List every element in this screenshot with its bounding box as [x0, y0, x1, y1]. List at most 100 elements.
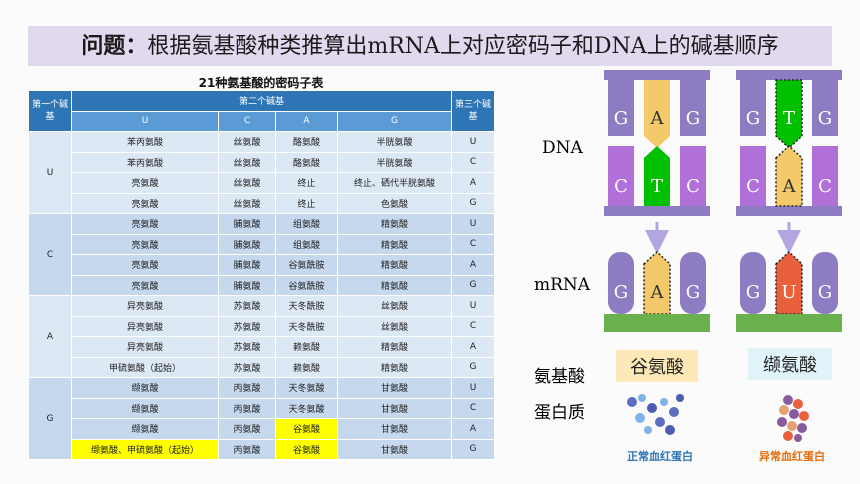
normal-dna: G A G C T C	[604, 70, 710, 216]
amino-acid-cell: 丝氨酸	[336, 315, 453, 337]
amino-acid-cell: 脯氨酸	[218, 233, 276, 255]
abnormal-mrna: G U G	[736, 250, 842, 332]
amino-acid-cell: 谷氨酰胺	[275, 274, 338, 296]
amino-acid-cell: 异亮氨酸	[71, 295, 219, 317]
normal-mrna-3: G	[686, 282, 700, 303]
third-base-cell: A	[451, 172, 496, 194]
abnormal-dna-bottom-1: C	[746, 176, 760, 197]
amino-acid-cell: 亮氨酸	[71, 274, 219, 296]
amino-acid-cell: 甘氨酸	[336, 438, 453, 460]
third-base-cell: G	[451, 438, 496, 460]
amino-acid-cell: 天冬氨酸	[275, 397, 338, 419]
question-label: 问题：	[81, 33, 148, 59]
amino-acid-cell: 天冬氨酸	[275, 377, 338, 399]
amino-acid-cell: 苏氨酸	[218, 295, 276, 317]
abnormal-mrna-1: G	[746, 282, 760, 303]
amino-acid-cell: 半胱氨酸	[336, 131, 453, 153]
header-second-a: A	[275, 110, 338, 132]
header-second-g: G	[336, 110, 453, 132]
first-base-cell: G	[28, 377, 72, 460]
amino-acid-cell: 缬氨酸	[71, 418, 219, 440]
table-caption: 21种氨基酸的密码子表	[198, 76, 324, 90]
amino-acid-cell: 精氨酸	[336, 274, 453, 296]
amino-acid-cell: 天冬酰胺	[275, 295, 338, 317]
abnormal-amino-box	[748, 348, 832, 380]
amino-acid-cell: 丝氨酸	[336, 295, 453, 317]
third-base-cell: A	[451, 418, 496, 440]
amino-acid-cell: 脯氨酸	[218, 254, 276, 276]
amino-acid-cell: 精氨酸	[336, 336, 453, 358]
amino-acid-cell: 亮氨酸	[71, 192, 219, 214]
third-base-cell: A	[451, 336, 496, 358]
amino-acid-cell: 苯丙氨酸	[71, 151, 219, 173]
amino-acid-cell: 丝氨酸	[218, 192, 276, 214]
amino-acid-cell: 亮氨酸	[71, 233, 219, 255]
amino-acid-cell: 谷氨酸	[275, 418, 338, 440]
header-first-base: 第一个碱基	[28, 90, 72, 132]
amino-acid-cell: 精氨酸	[336, 254, 453, 276]
label-dna: DNA	[542, 138, 584, 158]
amino-acid-cell: 精氨酸	[336, 213, 453, 235]
title-banner	[28, 26, 832, 66]
amino-acid-cell: 色氨酸	[336, 192, 453, 214]
third-base-cell: C	[451, 397, 496, 419]
amino-acid-cell: 苏氨酸	[218, 356, 276, 378]
amino-acid-cell: 终止、硒代半胱氨酸	[336, 172, 453, 194]
amino-acid-cell: 赖氨酸	[275, 336, 338, 358]
normal-hemoglobin-icon	[627, 394, 684, 435]
amino-acid-cell: 亮氨酸	[71, 254, 219, 276]
amino-acid-cell: 亮氨酸	[71, 213, 219, 235]
amino-acid-cell: 丙氨酸	[218, 377, 276, 399]
normal-dna-top-1: G	[614, 108, 628, 129]
abnormal-mrna-2: U	[781, 282, 796, 303]
third-base-cell: U	[451, 131, 496, 153]
amino-acid-cell: 亮氨酸	[71, 172, 219, 194]
amino-acid-cell: 赖氨酸	[275, 356, 338, 378]
amino-acid-cell: 甘氨酸	[336, 377, 453, 399]
third-base-cell: A	[451, 254, 496, 276]
first-base-cell: C	[28, 213, 72, 296]
mutation-diagram: DNA mRNA 氨基酸 蛋白质 G A G C T C G T G C A C	[534, 70, 842, 463]
amino-acid-cell: 组氨酸	[275, 213, 338, 235]
amino-acid-cell: 半胱氨酸	[336, 151, 453, 173]
abnormal-protein-caption: 异常血红蛋白	[759, 449, 825, 463]
third-base-cell: C	[451, 233, 496, 255]
abnormal-dna: G T G C A C	[736, 70, 842, 216]
amino-acid-cell: 丝氨酸	[218, 151, 276, 173]
normal-mrna: G A G	[604, 250, 710, 332]
third-base-cell: C	[451, 315, 496, 337]
amino-acid-cell: 终止	[275, 192, 338, 214]
third-base-cell: U	[451, 377, 496, 399]
amino-acid-cell: 异亮氨酸	[71, 315, 219, 337]
normal-mrna-2: A	[650, 282, 665, 303]
abnormal-mrna-3: G	[818, 282, 832, 303]
amino-acid-cell: 丙氨酸	[218, 418, 276, 440]
normal-dna-top-2: A	[650, 108, 665, 129]
header-third-base: 第三个碱基	[451, 90, 496, 132]
label-amino-acid: 氨基酸	[534, 367, 585, 387]
third-base-cell: U	[451, 213, 496, 235]
normal-dna-bottom-2: T	[651, 176, 663, 197]
amino-acid-cell: 脯氨酸	[218, 274, 276, 296]
normal-mrna-1: G	[614, 282, 628, 303]
header-second-c: C	[218, 110, 276, 132]
question-text: 根据氨基酸种类推算出mRNA上对应密码子和DNA上的碱基顺序	[147, 34, 779, 59]
page-title: 问题：根据氨基酸种类推算出mRNA上对应密码子和DNA上的碱基顺序	[28, 26, 832, 66]
amino-acid-cell: 丙氨酸	[218, 397, 276, 419]
amino-acid-cell: 异亮氨酸	[71, 336, 219, 358]
label-mrna: mRNA	[534, 275, 591, 295]
abnormal-dna-bottom-3: C	[818, 176, 832, 197]
